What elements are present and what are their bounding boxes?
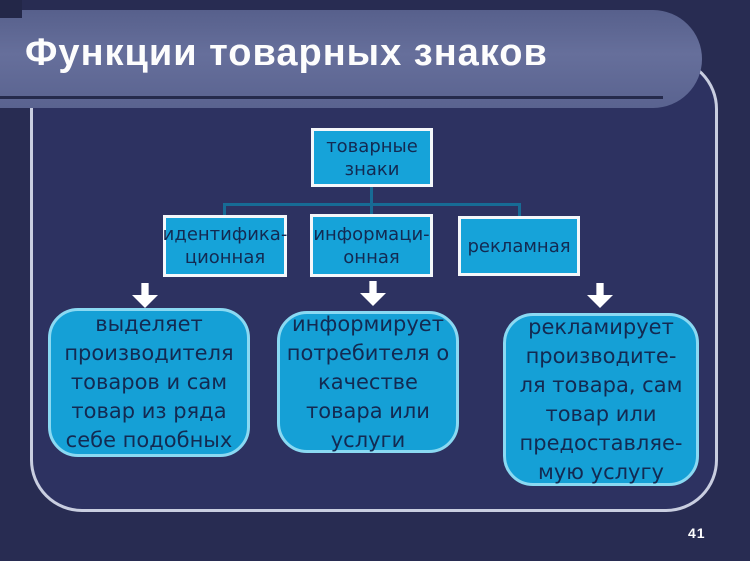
description-box-information: информирует потребителя о качестве товар…: [277, 311, 459, 453]
connector-root-vertical: [370, 187, 373, 205]
description-box-advertising: рекламирует производите- ля товара, сам …: [503, 313, 699, 486]
root-node: товарные знаки: [311, 128, 433, 187]
connector-branch-1: [223, 203, 226, 216]
title-band: Функции товарных знаков: [0, 10, 702, 108]
description-box-identification: выделяет производителя товаров и сам тов…: [48, 308, 250, 457]
connector-branch-2: [370, 203, 373, 215]
slide-title: Функции товарных знаков: [25, 31, 548, 74]
connector-branch-3: [518, 203, 521, 217]
branch-node-advertising: рекламная: [458, 216, 580, 276]
branch-node-information: информаци- онная: [310, 214, 433, 277]
title-underline: [0, 96, 663, 99]
corner-decoration: [0, 0, 22, 18]
page-number: 41: [688, 525, 706, 541]
branch-node-identification: идентифика- ционная: [163, 215, 287, 277]
